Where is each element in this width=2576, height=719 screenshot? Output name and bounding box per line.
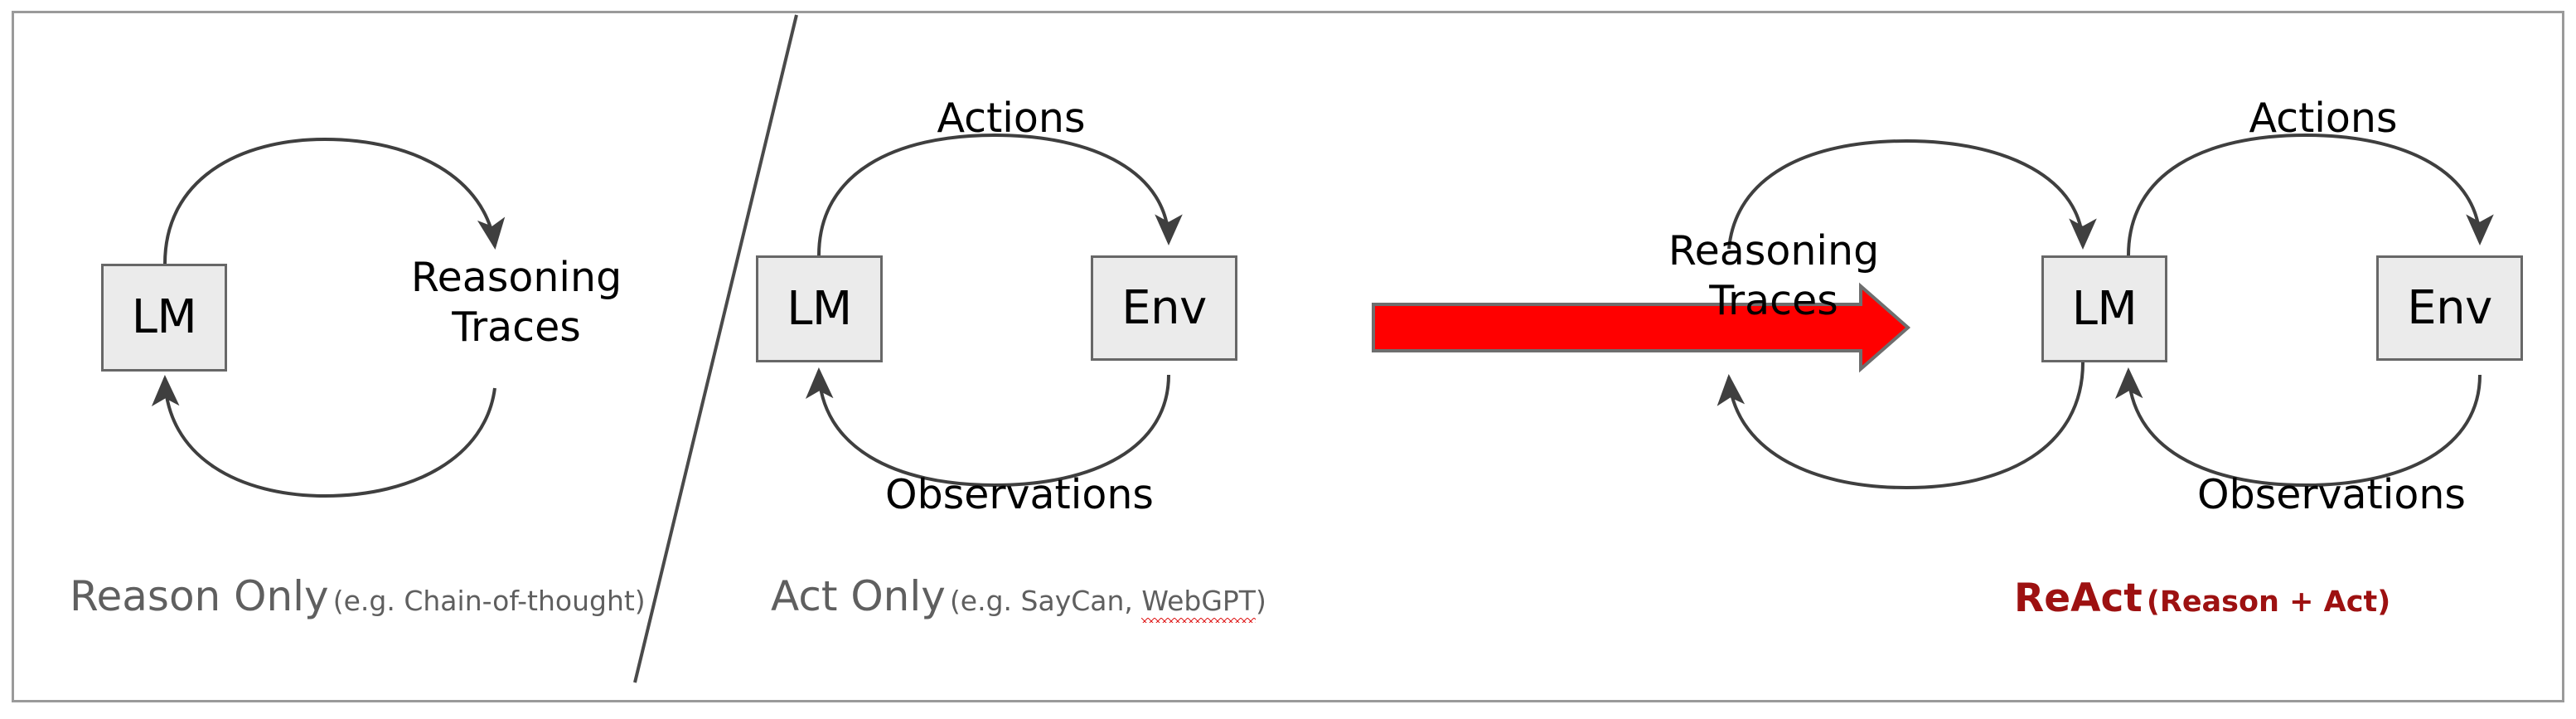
edge-label-line-1: Observations	[885, 471, 1154, 518]
edge-label-line-2: Traces	[452, 303, 581, 351]
edge-label-line-1: Reasoning	[410, 254, 622, 301]
caption-react: ReAct (Reason + Act)	[2014, 576, 2390, 621]
caption-reason-only: Reason Only (e.g. Chain-of-thought)	[70, 572, 646, 620]
node-label: Env	[1121, 280, 1207, 335]
edge-label-actions-act-only: Actions	[883, 98, 1140, 139]
edge-label-line-1: Reasoning	[1668, 227, 1880, 274]
node-lm-reason-only[interactable]: LM	[101, 264, 227, 372]
node-label: LM	[2071, 281, 2138, 336]
node-env-react[interactable]: Env	[2376, 255, 2523, 361]
caption-main: Reason Only	[70, 572, 329, 620]
node-lm-react[interactable]: LM	[2041, 255, 2167, 362]
edge-label-line-2: Traces	[1709, 276, 1838, 324]
caption-sub: (e.g. Chain-of-thought)	[332, 585, 646, 617]
node-env-act-only[interactable]: Env	[1091, 255, 1237, 361]
caption-main: Act Only	[771, 572, 946, 620]
caption-sub-after: )	[1255, 585, 1266, 617]
caption-act-only: Act Only (e.g. SayCan, WebGPT)	[771, 572, 1266, 623]
edge-label-actions-react: Actions	[2195, 98, 2452, 139]
node-lm-act-only[interactable]: LM	[756, 255, 883, 362]
node-label: Env	[2407, 280, 2492, 335]
edge-label-reasoning-traces-react: Reasoning Traces	[1662, 226, 1886, 326]
edge-label-line-1: Observations	[2197, 471, 2466, 518]
caption-sub: (Reason + Act)	[2146, 585, 2391, 619]
caption-main: ReAct	[2014, 576, 2143, 621]
edge-label-observations-react: Observations	[2178, 474, 2485, 516]
edge-label-observations-act-only: Observations	[866, 474, 1173, 516]
caption-sub-before: (e.g. SayCan,	[949, 585, 1142, 617]
edge-label-reasoning-traces-reason-only: Reasoning Traces	[404, 253, 628, 352]
caption-misspelled-word: WebGPT	[1141, 585, 1256, 623]
node-label: LM	[787, 281, 852, 336]
edge-label-line-1: Actions	[937, 95, 1086, 142]
edge-label-line-1: Actions	[2249, 95, 2398, 142]
node-label: LM	[131, 290, 197, 344]
